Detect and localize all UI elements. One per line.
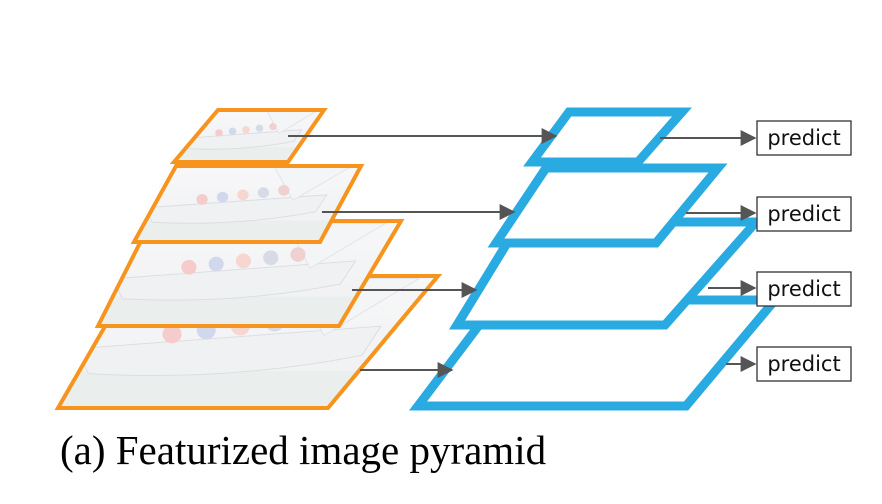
predict-label: predict [767, 277, 840, 301]
predict-label: predict [767, 126, 840, 150]
faded-photo [134, 166, 361, 242]
predict-box-1: predict [756, 120, 852, 156]
photo-level-2 [130, 164, 365, 244]
predict-box-2: predict [756, 196, 852, 232]
figure-caption: (a) Featurized image pyramid [60, 427, 547, 473]
predict-boxes: predict predict predict predict [756, 120, 852, 382]
image-pyramid [54, 108, 443, 410]
predict-box-4: predict [756, 346, 852, 382]
feature-pyramid [408, 107, 785, 411]
predict-label: predict [767, 352, 840, 376]
feature-map-1 [523, 107, 692, 167]
predict-label: predict [767, 202, 840, 226]
arrows [288, 128, 757, 378]
predict-box-3: predict [756, 271, 852, 307]
